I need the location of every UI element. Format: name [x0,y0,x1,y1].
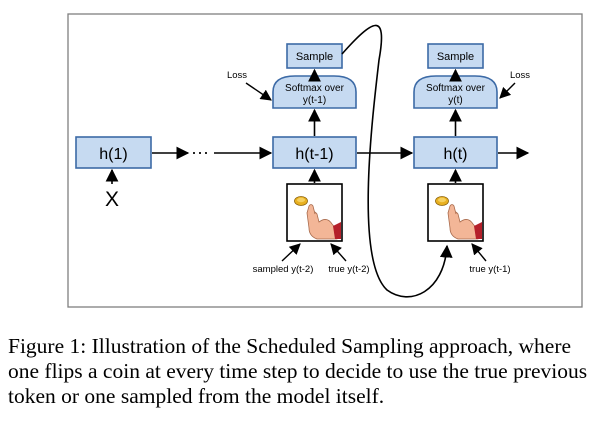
softmax-node-prev [272,75,357,109]
ellipsis: ··· [191,142,209,162]
figure-caption: Figure 1: Illustration of the Scheduled … [8,334,588,408]
loss-label-curr: Loss [510,70,530,81]
hidden-node-ht-label: h(t) [444,146,468,163]
sample-node-prev [286,43,343,69]
sampled-prev-label: sampled y(t-2) [253,264,314,275]
hidden-node-h1-label: h(1) [99,146,127,163]
hidden-node-ht1-box [272,136,357,169]
hidden-node-ht1-label: h(t-1) [295,146,333,163]
input-x-label: X [105,188,119,211]
hidden-node-ht-box [413,136,498,169]
sample-curr-label: Sample [437,51,474,63]
arrow-sampled-to-coin-prev [281,243,301,262]
loss-arrow-prev [245,82,272,101]
sample-feedback-curve [341,24,453,298]
arrow-true-to-coin-curr [471,243,487,262]
true-curr-label: true y(t-1) [469,264,510,275]
hidden-node-h1-box [75,136,152,169]
coin-flip-hand-icon [435,196,482,240]
sample-prev-label: Sample [296,51,333,63]
coin-flip-hand-icon [294,196,341,240]
sample-node-curr [427,43,484,69]
softmax-curr-line1: Softmax over [426,83,486,94]
softmax-prev-line2: y(t-1) [303,95,326,106]
softmax-curr-line2: y(t) [448,95,462,106]
loss-label-prev: Loss [227,70,247,81]
softmax-prev-line1: Softmax over [285,83,345,94]
true-prev-label: true y(t-2) [328,264,369,275]
loss-arrow-curr [499,82,516,99]
softmax-node-curr [413,75,498,109]
arrow-true-to-coin-prev [330,243,347,262]
